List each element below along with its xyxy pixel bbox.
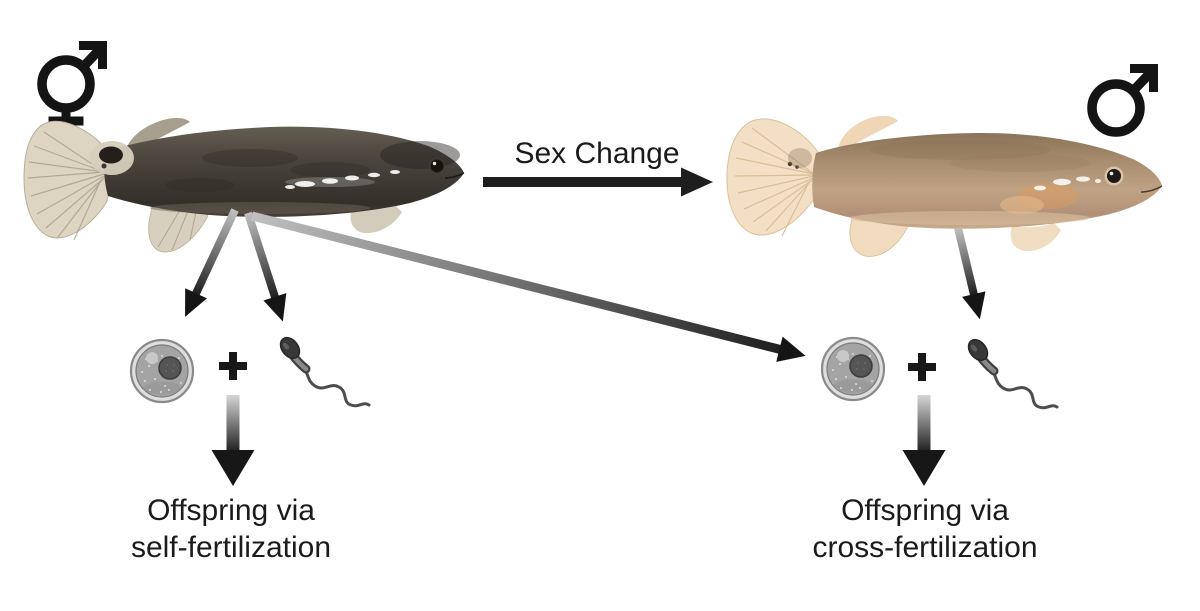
down-arrow-icon [902,395,946,486]
left-offspring-caption-line2: self-fertilization [130,531,332,564]
plus-icon [908,353,936,381]
right-offspring-caption-line2: cross-fertilization [812,531,1038,564]
arrow-to-right-egg [250,211,806,362]
right-offspring-caption: Offspring via cross-fertilization [765,492,1085,566]
hermaphrodite-icon [37,41,107,134]
egg-icon [820,336,886,402]
egg-icon [129,338,195,404]
fish-left [23,118,465,253]
left-offspring-caption-line1: Offspring via [147,494,315,527]
sperm-icon [965,336,1057,408]
fish-right [726,115,1163,257]
right-offspring-caption-line1: Offspring via [841,494,1009,527]
sperm-icon [277,334,369,406]
sex-change-label: Sex Change [514,137,680,170]
left-offspring-caption: Offspring via self-fertilization [71,492,391,566]
plus-icon [219,352,247,380]
arrow-to-left-egg [185,208,239,317]
sex-change-arrow-icon [483,167,713,197]
arrow-to-left-sperm [244,211,287,322]
arrow-to-right-sperm [954,227,986,320]
down-arrow-icon [211,395,255,486]
male-icon [1087,64,1158,137]
